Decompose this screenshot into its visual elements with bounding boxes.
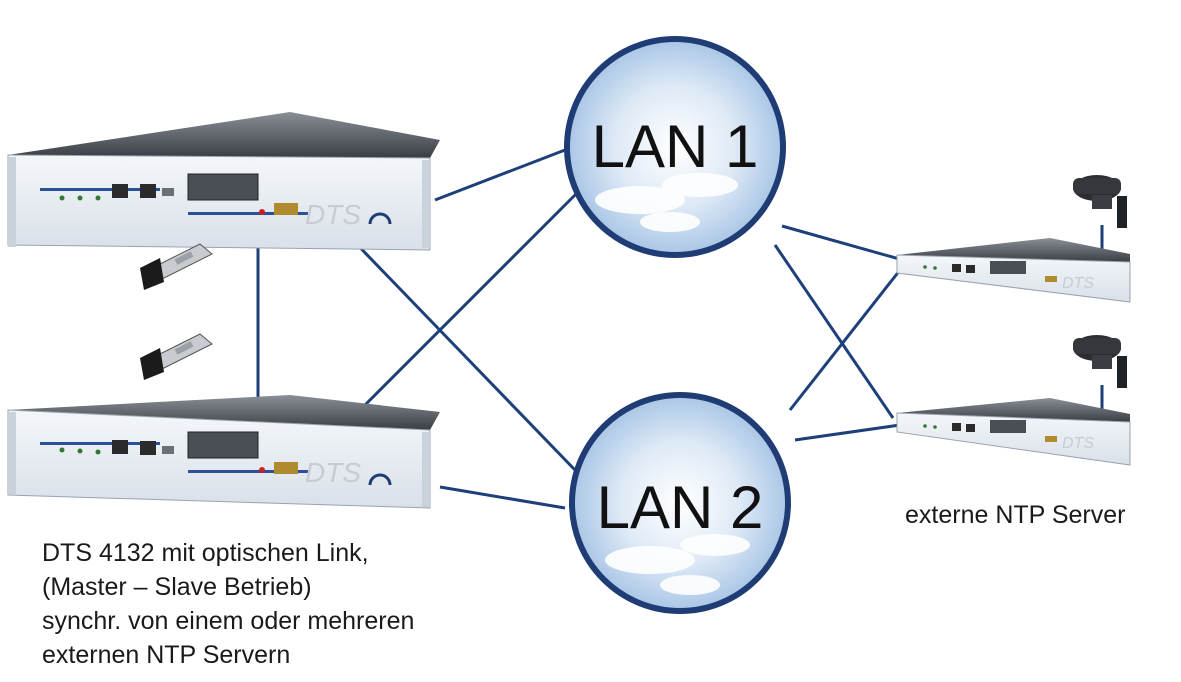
panel-stripe	[188, 212, 308, 215]
link-master-lan2	[343, 230, 577, 472]
sfp-transceiver-icon	[140, 333, 213, 380]
panel-stripe	[188, 470, 308, 473]
status-led	[59, 447, 65, 453]
ethernet-port	[966, 424, 975, 432]
alarm-led	[259, 209, 265, 215]
status-led	[933, 266, 937, 270]
link-lan1-ext1	[781, 224, 911, 264]
rack-ear	[8, 157, 16, 247]
caption-line: externen NTP Servern	[42, 641, 291, 669]
caption-line: synchr. von einem oder mehreren	[42, 607, 415, 635]
link-lan2-ext2	[794, 423, 901, 442]
external-2-brand: DTS	[1062, 435, 1094, 452]
master-device: DTS	[7, 112, 440, 251]
usb-port	[162, 446, 174, 454]
brand-logo-icon	[368, 473, 392, 486]
rack-ear	[422, 160, 430, 248]
lcd-display	[990, 420, 1026, 433]
ethernet-port	[952, 264, 961, 272]
ethernet-port	[112, 440, 128, 454]
status-led	[59, 195, 65, 201]
status-led	[77, 448, 83, 454]
external-ntp-server-2: DTS	[896, 398, 1131, 466]
lcd-display	[990, 261, 1026, 274]
cloud-shapes	[605, 534, 750, 595]
brand-logo-icon	[368, 212, 392, 225]
network-links	[256, 148, 1104, 510]
ethernet-port	[952, 423, 961, 431]
caption-line: DTS 4132 mit optischen Link,	[42, 539, 369, 567]
lan1-label: LAN 1	[592, 113, 759, 180]
serial-port	[274, 203, 298, 215]
cloud-shapes	[595, 173, 738, 232]
serial-port	[1045, 436, 1057, 442]
status-led	[77, 195, 83, 201]
slave-device: DTS	[7, 395, 440, 509]
ethernet-port	[112, 184, 128, 198]
serial-port	[1045, 276, 1057, 282]
external-1-brand: DTS	[1062, 275, 1094, 292]
master-brand: DTS	[305, 199, 361, 230]
slave-brand: DTS	[305, 457, 361, 488]
external-servers-caption: externe NTP Server	[905, 501, 1126, 529]
ethernet-port	[140, 184, 156, 198]
panel-stripe	[40, 188, 160, 191]
gps-antenna-icon	[1073, 175, 1127, 228]
lan2-label: LAN 2	[597, 474, 764, 541]
link-lan1-ext2	[773, 244, 895, 419]
ethernet-port	[140, 441, 156, 455]
master-slave-caption: DTS 4132 mit optischen Link, (Master – S…	[42, 536, 414, 672]
caption-line: (Master – Slave Betrieb)	[42, 573, 312, 601]
serial-port	[274, 462, 298, 474]
lcd-display	[187, 431, 259, 459]
lan1-network: LAN 1	[564, 36, 786, 258]
link-slave-lan1	[348, 183, 587, 422]
link-slave-lan2	[439, 485, 566, 510]
link-lan2-ext1	[788, 269, 902, 411]
link-master-lan1	[434, 148, 566, 202]
panel-stripe	[40, 442, 160, 445]
status-led	[923, 424, 927, 428]
status-led	[95, 449, 101, 455]
status-led	[95, 195, 101, 201]
status-led	[923, 265, 927, 269]
ethernet-port	[966, 265, 975, 273]
gps-antenna-icon	[1073, 335, 1127, 388]
usb-port	[162, 188, 174, 196]
lcd-display	[187, 173, 259, 201]
sfp-transceiver-icon	[140, 243, 213, 290]
rack-ear	[422, 432, 430, 507]
lan2-network: LAN 2	[569, 392, 791, 614]
external-ntp-server-1: DTS	[896, 238, 1131, 303]
alarm-led	[259, 467, 265, 473]
status-led	[933, 425, 937, 429]
rack-ear	[8, 412, 16, 494]
